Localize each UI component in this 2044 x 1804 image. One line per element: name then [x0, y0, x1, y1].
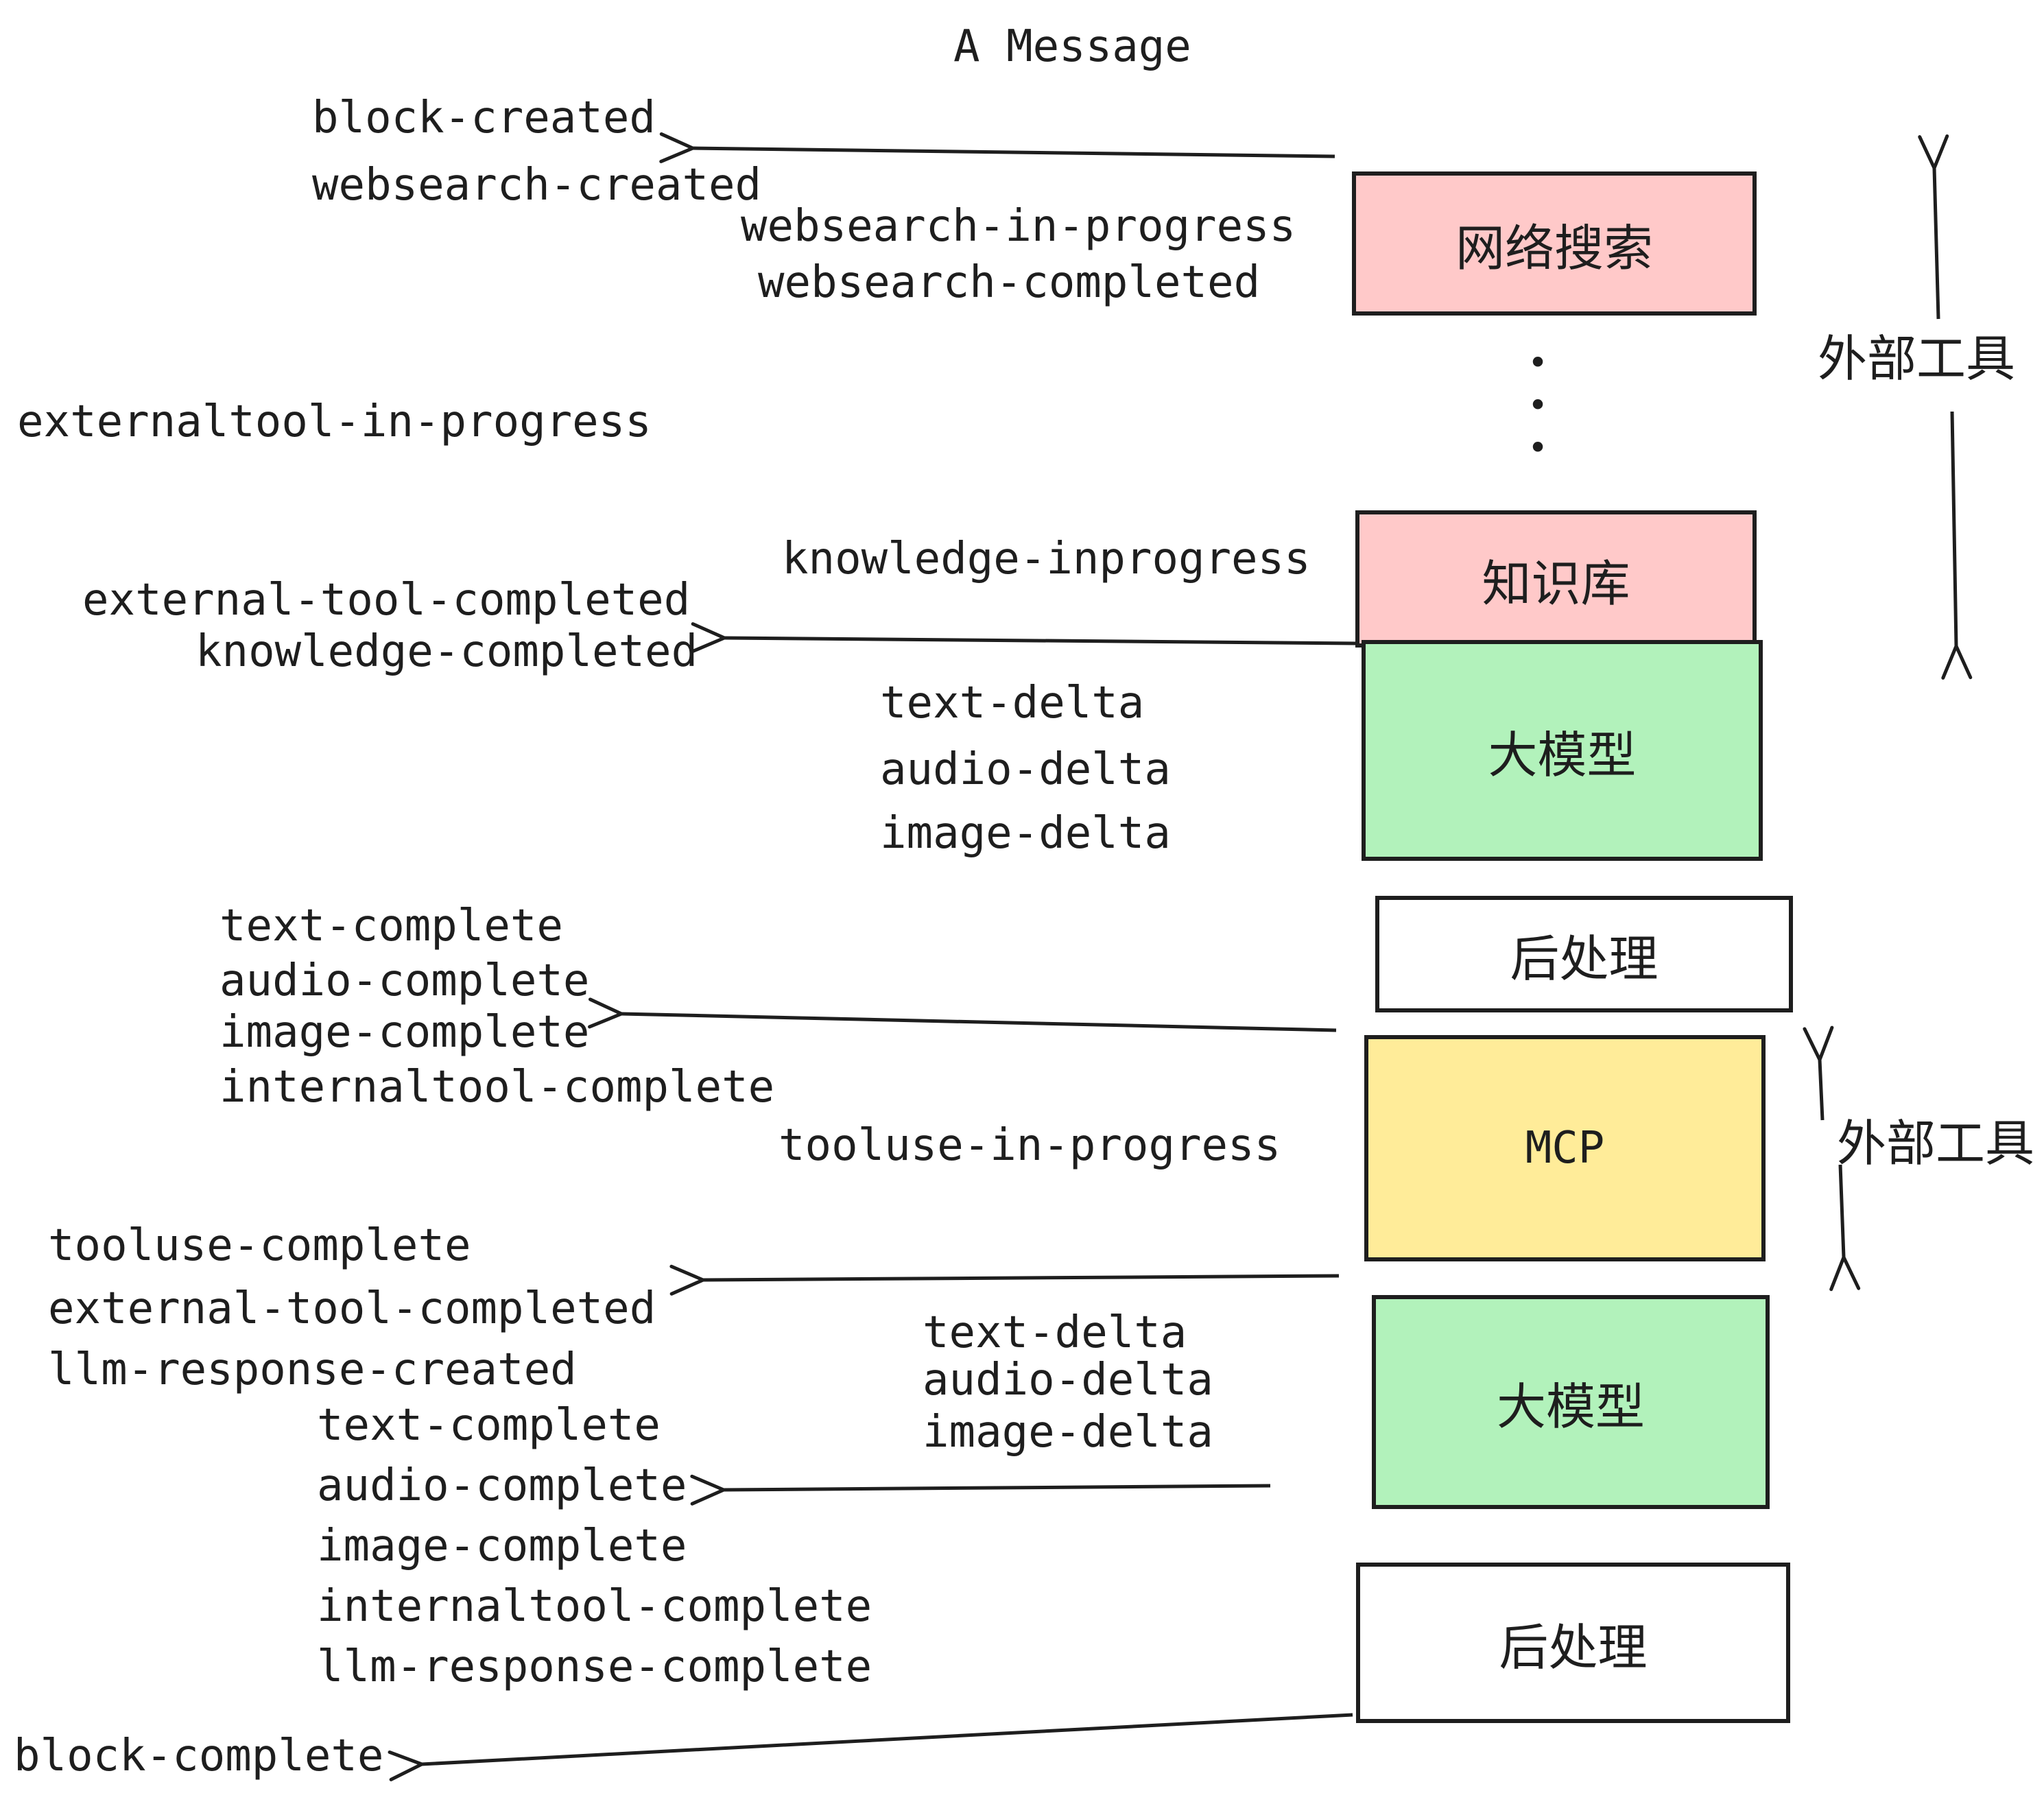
- event-tooluse-complete: tooluse-complete: [48, 1220, 471, 1271]
- event-text-complete-1: text-complete: [219, 901, 563, 951]
- arrow-external-tools-up-2: [1803, 1025, 1834, 1121]
- event-audio-complete-1: audio-complete: [219, 956, 590, 1006]
- arrow-external-tools-down-1: [1941, 411, 1973, 680]
- arrow-external-tools-down-2: [1829, 1164, 1861, 1292]
- arrow-internal-complete: [588, 997, 1337, 1032]
- box-post-2: 后处理: [1356, 1563, 1790, 1723]
- box-knowledge-label: 知识库: [1482, 556, 1630, 612]
- box-mcp: MCP: [1364, 1035, 1766, 1261]
- arrow-external-tools-up-1: [1918, 134, 1949, 320]
- diagram-title: A Message: [953, 21, 1191, 72]
- arrow-block-complete: [388, 1713, 1353, 1781]
- box-websearch: 网络搜索: [1352, 171, 1757, 316]
- event-block-complete: block-complete: [14, 1731, 384, 1781]
- arrow-knowledge-completed: [691, 622, 1357, 654]
- event-externaltool-in-progress: externaltool-in-progress: [17, 396, 652, 447]
- event-image-delta-2: image-delta: [923, 1407, 1213, 1458]
- event-image-delta-1: image-delta: [880, 808, 1171, 859]
- event-text-delta-1: text-delta: [880, 678, 1145, 728]
- event-llm-response-complete: llm-response-complete: [317, 1641, 872, 1692]
- event-text-complete-2: text-complete: [317, 1400, 661, 1451]
- box-post-1: 后处理: [1375, 896, 1793, 1012]
- event-block-created: block-created: [312, 93, 656, 143]
- arrow-tooluse-complete: [669, 1264, 1340, 1296]
- event-internaltool-complete-2: internaltool-complete: [317, 1581, 872, 1632]
- event-external-tool-completed-2: external-tool-completed: [48, 1283, 656, 1334]
- event-websearch-in-progress: websearch-in-progress: [741, 201, 1296, 252]
- box-post-1-label: 后处理: [1510, 931, 1659, 987]
- event-websearch-completed: websearch-completed: [758, 257, 1261, 308]
- event-knowledge-inprogress: knowledge-inprogress: [782, 534, 1311, 584]
- event-text-delta-2: text-delta: [923, 1307, 1187, 1358]
- event-external-tool-completed-1: external-tool-completed: [82, 575, 691, 626]
- box-llm-1: 大模型: [1362, 640, 1763, 861]
- box-mcp-label: MCP: [1525, 1123, 1605, 1174]
- event-websearch-created: websearch-created: [312, 160, 762, 211]
- arrow-websearch-created: [659, 132, 1335, 163]
- ellipsis-dots: • • •: [1527, 343, 1549, 468]
- event-knowledge-completed: knowledge-completed: [195, 626, 698, 677]
- external-tools-label-mid: 外部工具: [1837, 1117, 2035, 1172]
- event-llm-response-created: llm-response-created: [48, 1344, 577, 1395]
- event-image-complete-1: image-complete: [219, 1007, 590, 1058]
- event-internaltool-complete-1: internaltool-complete: [219, 1062, 775, 1113]
- arrow-llm-complete: [690, 1474, 1271, 1506]
- event-tooluse-in-progress: tooluse-in-progress: [779, 1120, 1281, 1171]
- box-websearch-label: 网络搜索: [1455, 221, 1653, 276]
- box-knowledge: 知识库: [1355, 510, 1757, 648]
- box-llm-1-label: 大模型: [1488, 728, 1637, 783]
- box-llm-2-label: 大模型: [1496, 1379, 1645, 1435]
- event-audio-complete-2: audio-complete: [317, 1460, 687, 1511]
- box-llm-2: 大模型: [1372, 1295, 1770, 1509]
- box-post-2-label: 后处理: [1499, 1620, 1648, 1676]
- external-tools-label-top: 外部工具: [1818, 332, 2016, 387]
- event-image-complete-2: image-complete: [317, 1521, 687, 1571]
- event-audio-delta-2: audio-delta: [923, 1355, 1213, 1405]
- event-audio-delta-1: audio-delta: [880, 744, 1171, 795]
